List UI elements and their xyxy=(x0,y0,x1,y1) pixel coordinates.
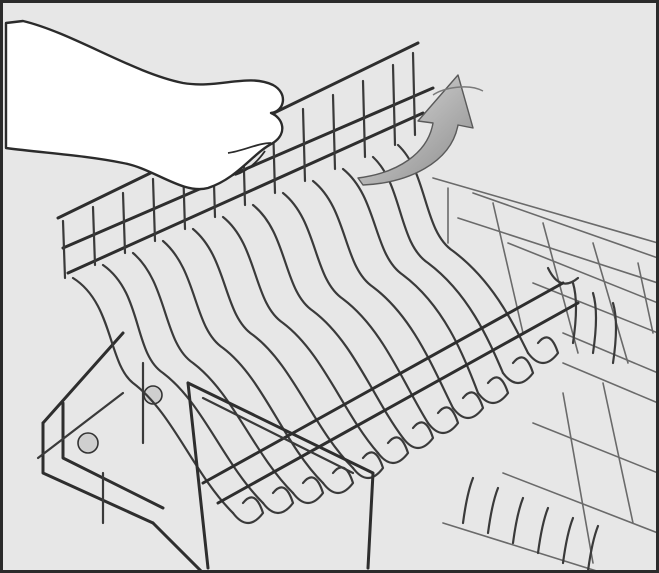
hand-icon xyxy=(4,19,285,191)
rack-illustration xyxy=(4,19,656,570)
curved-rotate-arrow-icon xyxy=(357,74,484,186)
basket-frame xyxy=(36,331,203,570)
basket-grid xyxy=(432,177,656,570)
